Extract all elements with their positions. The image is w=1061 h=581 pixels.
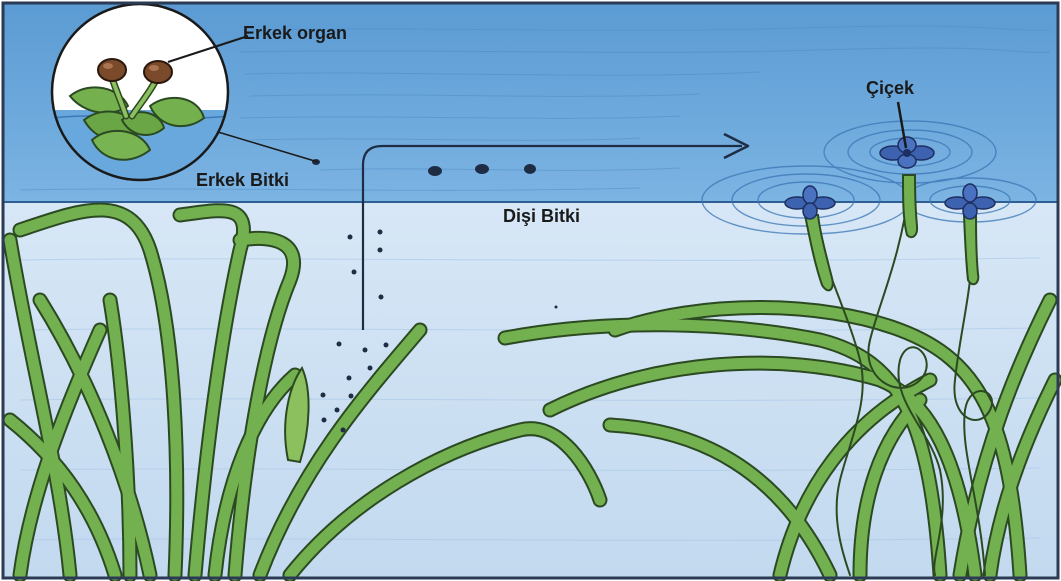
male-plant-label: Erkek Bitki [196,171,289,189]
male-organ-label: Erkek organ [243,24,347,42]
flower-label: Çiçek [866,79,914,97]
female-plant-label: Dişi Bitki [503,207,580,225]
